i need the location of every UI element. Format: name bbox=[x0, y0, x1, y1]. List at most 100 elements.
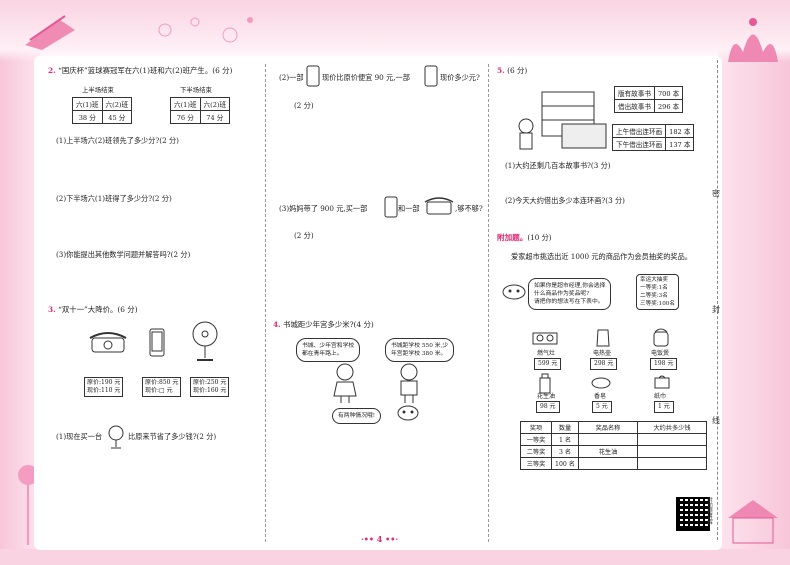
q3-sub3-c: ,够不够? bbox=[455, 204, 483, 213]
score-cell: 38 分 bbox=[72, 110, 103, 124]
electric-kettle-icon bbox=[596, 329, 610, 347]
soap-icon bbox=[591, 377, 611, 389]
mobile-phone-icon bbox=[384, 196, 398, 218]
page-number: ·•• 4 ••· bbox=[361, 534, 399, 544]
q3-sub2-b: 现价比原价便宜 90 元,一部 bbox=[322, 73, 410, 82]
right-pink-border bbox=[718, 0, 790, 565]
speech-bubble-1: 书城、少年宫和学校都在青年路上。 bbox=[296, 338, 361, 362]
table-cell: 二等奖 bbox=[520, 445, 552, 458]
library-scene-icon bbox=[518, 91, 607, 150]
gas-stove-icon bbox=[532, 332, 558, 345]
header-cell: 六(2)班 bbox=[199, 97, 231, 111]
telephone-price-box: 原价:190 元现价:110 元 bbox=[84, 377, 124, 397]
table-cell[interactable]: 花生油 bbox=[578, 445, 638, 458]
q3-title: 3. “双十一”大降价。(6 分) bbox=[48, 305, 138, 314]
mobile-phone-icon bbox=[149, 328, 165, 357]
goods-price: 198 元 bbox=[650, 358, 678, 370]
boy-icon bbox=[400, 363, 418, 403]
bonus-title: 附加题。(10 分) bbox=[497, 233, 552, 242]
sparkle-decoration-icon bbox=[158, 17, 253, 43]
goods-name: 电饭煲 bbox=[651, 350, 670, 357]
stat-value: 296 本 bbox=[653, 99, 684, 113]
telephone-icon bbox=[89, 332, 127, 353]
speech-bubble-3: 有两种情况哦! bbox=[332, 408, 382, 424]
goods-price: 98 元 bbox=[536, 401, 560, 413]
bonus-intro: 爱家超市挑选出近 1000 元的商品作为会员抽奖的奖品。 bbox=[511, 252, 692, 261]
score-cell: 45 分 bbox=[101, 110, 133, 124]
q4-title: 4. 书城距少年宫多少米?(4 分) bbox=[273, 320, 374, 329]
stat-label: 下午借出连环画 bbox=[611, 137, 667, 151]
electric-fan-icon bbox=[192, 321, 218, 361]
header-cell: 六(1)班 bbox=[72, 97, 103, 111]
stat-value: 700 本 bbox=[653, 86, 684, 100]
stat-label: 上午借出连环画 bbox=[611, 124, 667, 138]
q3-sub1-b: 比原来节省了多少钱?(2 分) bbox=[128, 432, 217, 441]
mascot-icon bbox=[397, 405, 419, 421]
q3-sub2-c: 现价多少元? bbox=[440, 73, 480, 82]
table-cell[interactable] bbox=[637, 445, 707, 458]
top-pink-border bbox=[0, 0, 790, 62]
mobile-price-box: 原价:850 元现价:□ 元 bbox=[142, 377, 182, 397]
mobile-phone-icon bbox=[306, 65, 320, 87]
table-cell: 100 名 bbox=[551, 457, 579, 470]
q2-title: 2. “国庆杯”篮球赛冠军在六(1)班和六(2)班产生。(6 分) bbox=[48, 66, 233, 75]
header-cell: 六(2)班 bbox=[101, 97, 133, 111]
goods-name: 燃气灶 bbox=[537, 350, 556, 357]
header-cell: 六(1)班 bbox=[170, 97, 201, 111]
table-header: 数量 bbox=[551, 421, 579, 434]
table-cell[interactable] bbox=[637, 433, 707, 446]
rice-cooker-icon bbox=[653, 328, 669, 347]
table-header: 奖品名称 bbox=[578, 421, 638, 434]
goods-name: 香皂 bbox=[594, 393, 607, 400]
table-cell[interactable] bbox=[578, 433, 638, 446]
q5-sub2: (2)今天大约借出多少本连环画?(3 分) bbox=[505, 196, 625, 205]
castle-decoration-icon bbox=[728, 18, 778, 62]
speech-bubble-2: 书城距学校 550 米,少年宫距学校 380 米。 bbox=[385, 338, 455, 362]
table-cell[interactable] bbox=[578, 457, 638, 470]
stat-label: 借出故事书 bbox=[614, 99, 655, 113]
table-cell: 3 名 bbox=[551, 445, 579, 458]
seal-line bbox=[717, 60, 718, 540]
qr-code-label: 附加题讲解 bbox=[706, 497, 712, 525]
manager-speech: 如果你是超市经理,你会选择什么商品作为奖品呢?请把你的想法写在下表中。 bbox=[528, 278, 612, 310]
goods-name: 纸巾 bbox=[654, 393, 667, 400]
table-row: 三等奖 100 名 bbox=[520, 457, 707, 470]
seal-xian-label: 线 bbox=[712, 416, 720, 425]
column-divider-2 bbox=[488, 64, 489, 542]
goods-name: 花生油 bbox=[537, 393, 556, 400]
telephone-icon bbox=[424, 197, 454, 215]
q2-sub3: (3)你能提出其他数学问题并解答吗?(2 分) bbox=[56, 250, 191, 259]
q3-sub2-score: (2 分) bbox=[294, 101, 314, 110]
lucky-draw-note: 幸运大抽奖 一等奖:1名 二等奖:3名 三等奖:100名 bbox=[636, 274, 679, 310]
table-header: 大约共多少钱 bbox=[637, 421, 707, 434]
q3-sub3-b: 和一部 bbox=[398, 204, 420, 213]
table-cell: 一等奖 bbox=[520, 433, 552, 446]
peanut-oil-icon bbox=[539, 373, 551, 394]
goods-price: 298 元 bbox=[590, 358, 618, 370]
tissue-icon bbox=[654, 375, 670, 389]
mascot-icon bbox=[502, 284, 526, 300]
q2-sub2: (2)下半场六(1)班得了多少分?(2 分) bbox=[56, 194, 172, 203]
qr-code-icon[interactable] bbox=[676, 497, 710, 531]
column-divider-1 bbox=[265, 64, 266, 542]
stat-value: 137 本 bbox=[665, 137, 695, 151]
bottom-pink-border bbox=[0, 549, 790, 565]
table-cell[interactable] bbox=[637, 457, 707, 470]
goods-name: 电热壶 bbox=[593, 350, 612, 357]
stat-value: 182 本 bbox=[665, 124, 695, 138]
q3-sub2-a: (2)一部 bbox=[279, 73, 304, 82]
electric-fan-small-icon bbox=[108, 425, 124, 449]
score-cell: 74 分 bbox=[199, 110, 231, 124]
girl-icon bbox=[333, 363, 357, 403]
table-row: 一等奖 1 名 bbox=[520, 433, 707, 446]
goods-price: 1 元 bbox=[654, 401, 674, 413]
seal-mi-label: 密 bbox=[712, 189, 720, 198]
q5-title: 5. (6 分) bbox=[497, 66, 528, 75]
score-cell: 76 分 bbox=[170, 110, 201, 124]
ribbon-decoration-icon bbox=[25, 15, 75, 50]
goods-price: 5 元 bbox=[592, 401, 612, 413]
